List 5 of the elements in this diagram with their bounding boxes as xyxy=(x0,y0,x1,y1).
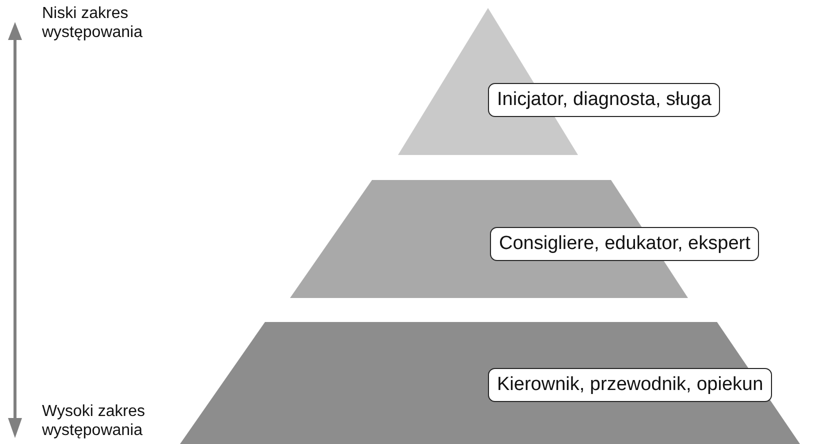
layer-label: Kierownik, przewodnik, opiekun xyxy=(488,368,772,402)
scale-label: Niski zakres występowania xyxy=(42,4,144,42)
layer-label: Consigliere, edukator, ekspert xyxy=(490,227,760,261)
layer-label: Inicjator, diagnosta, sługa xyxy=(488,83,720,117)
scale-label: Wysoki zakres występowania xyxy=(42,402,146,440)
